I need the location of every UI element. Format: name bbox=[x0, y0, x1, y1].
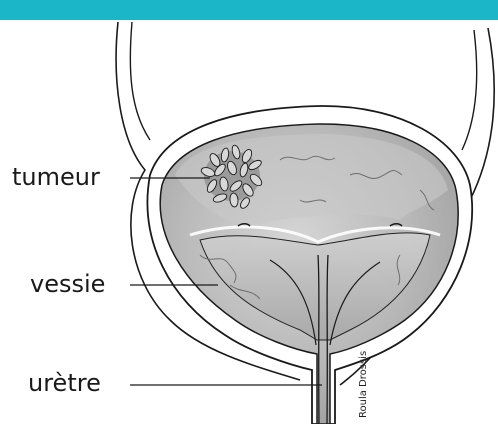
label-uretre: urètre bbox=[28, 371, 101, 395]
label-vessie: vessie bbox=[30, 272, 105, 296]
illustrator-credit: Roula Drossis bbox=[358, 351, 369, 418]
outer-wall-inner-right bbox=[462, 30, 477, 150]
outer-wall-inner-left bbox=[130, 22, 150, 140]
label-tumeur: tumeur bbox=[12, 165, 100, 189]
